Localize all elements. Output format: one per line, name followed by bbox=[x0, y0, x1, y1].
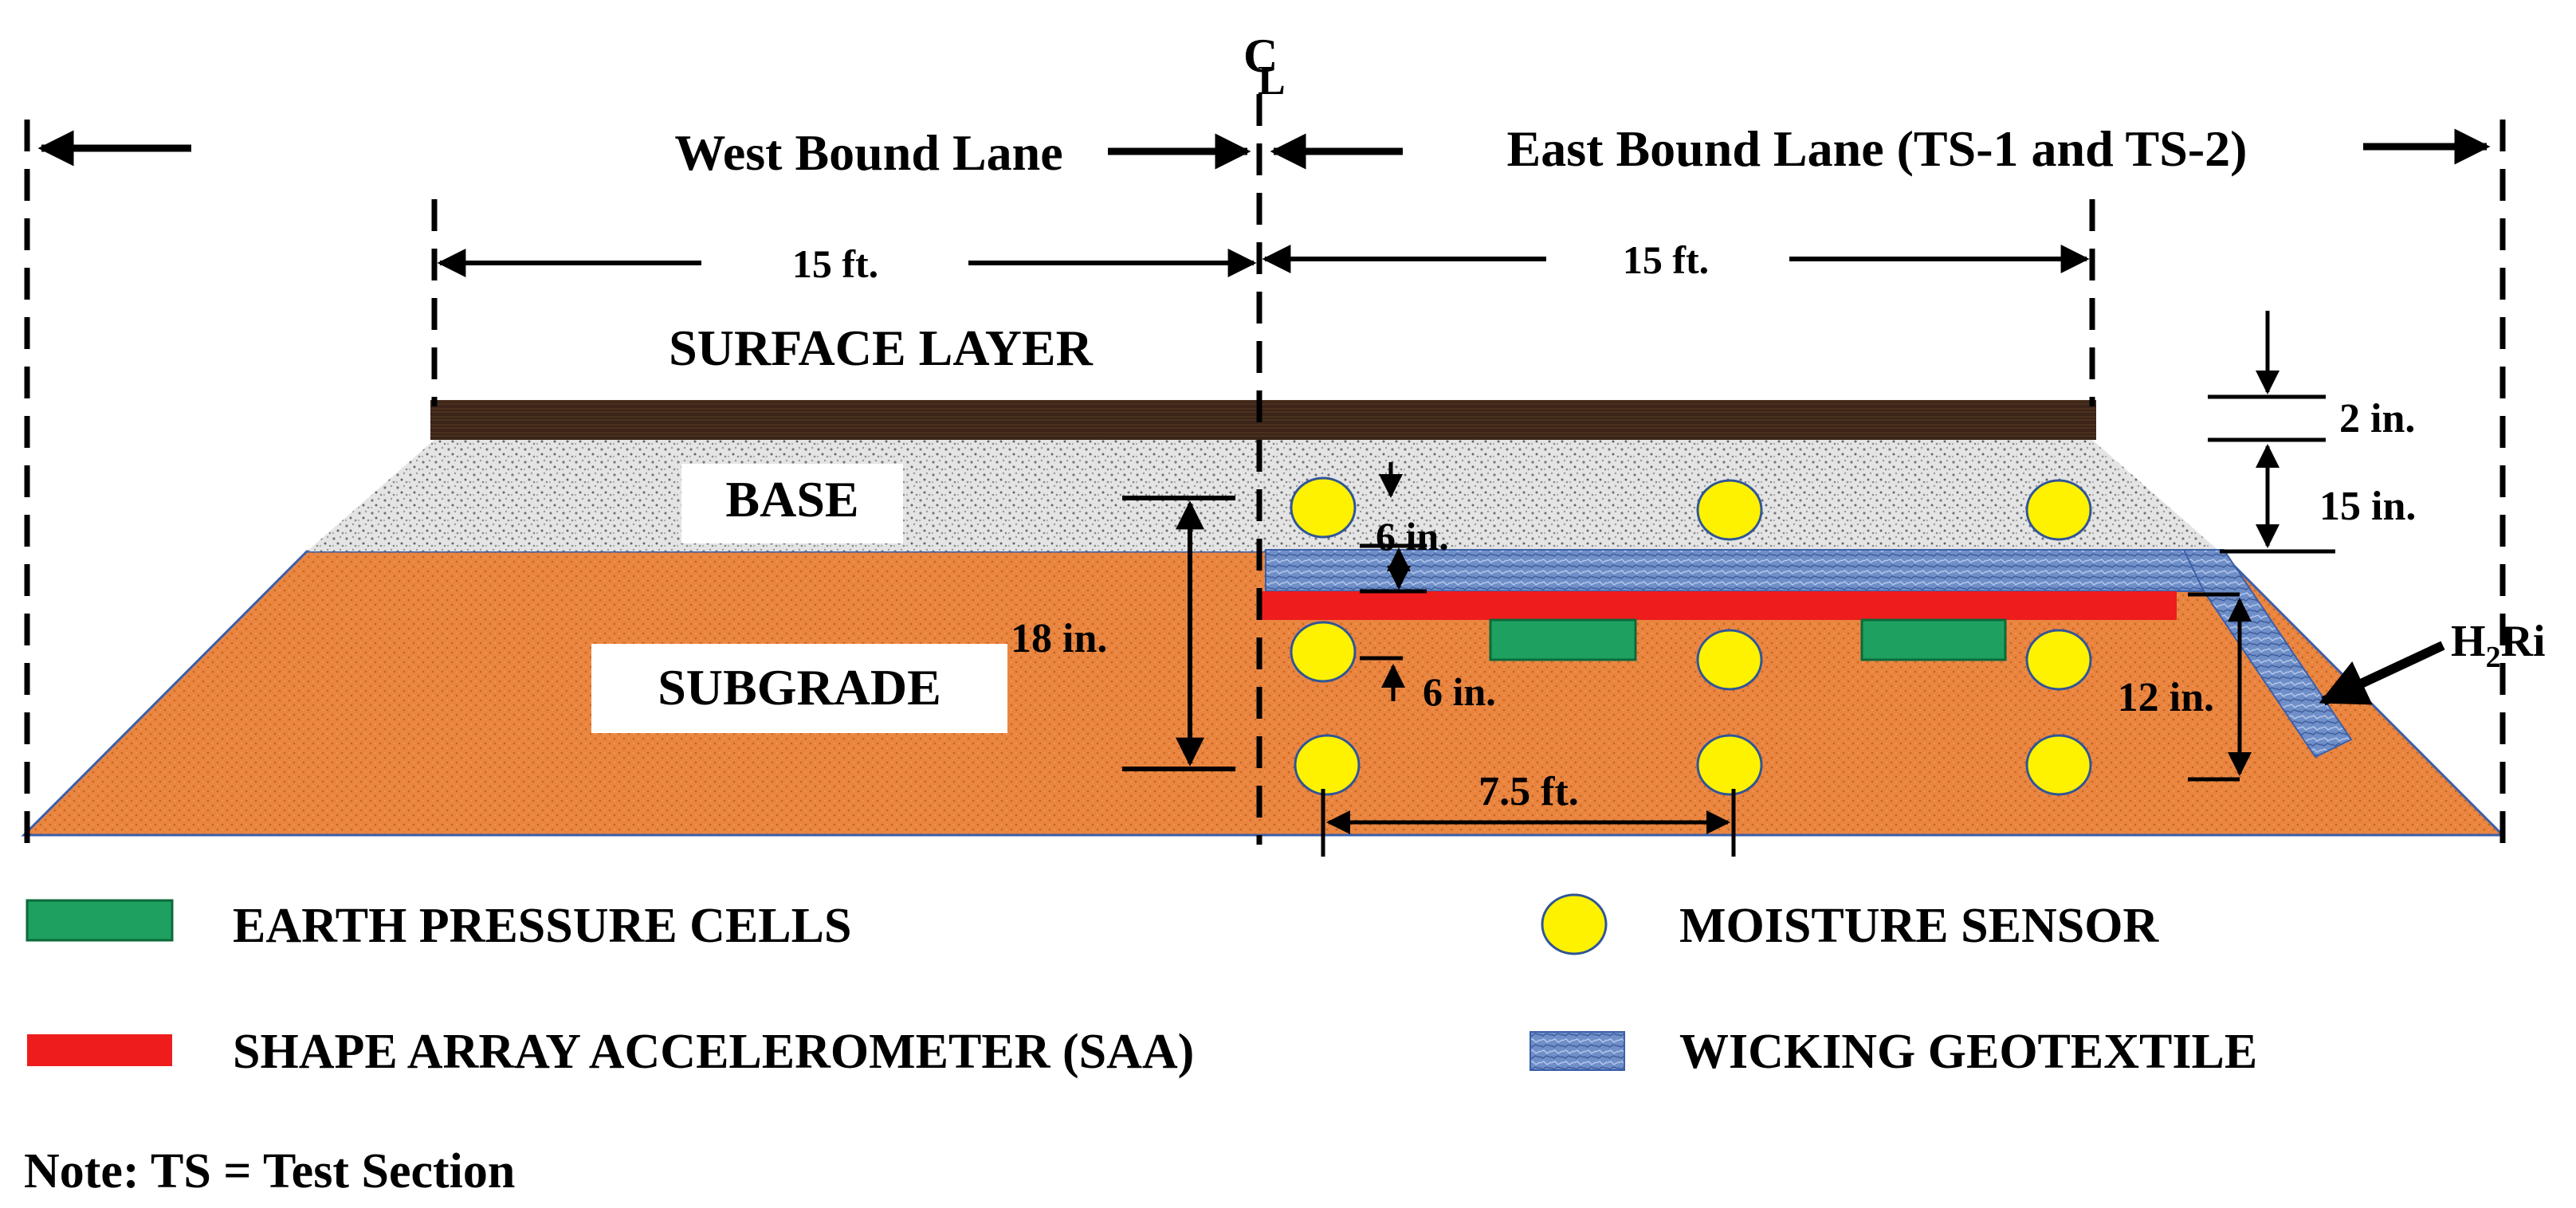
surface-layer-label: SURFACE LAYER bbox=[669, 320, 1093, 376]
legend-pressure-cell-swatch bbox=[26, 899, 174, 942]
east-width-label: 15 ft. bbox=[1623, 237, 1709, 282]
west-width-label: 15 ft. bbox=[792, 241, 878, 286]
surface-layer bbox=[430, 400, 2096, 440]
earth-pressure-cell bbox=[1860, 618, 2007, 661]
west-bound-lane-label: West Bound Lane bbox=[674, 124, 1062, 181]
subgrade-label: SUBGRADE bbox=[658, 659, 941, 716]
total-depth-label: 18 in. bbox=[1011, 616, 1107, 661]
legend-geotextile-label: WICKING GEOTEXTILE bbox=[1679, 1025, 2257, 1079]
slope-depth-label: 12 in. bbox=[2118, 675, 2214, 720]
base-label: BASE bbox=[725, 471, 858, 528]
moisture-sensor bbox=[1290, 621, 1357, 683]
centerline-c: C bbox=[1243, 29, 1278, 82]
subgrade-label-box bbox=[591, 644, 1007, 733]
lower-sensor-depth-label: 6 in. bbox=[1423, 669, 1496, 714]
wicking-geotextile bbox=[1265, 549, 2353, 759]
note-text: Note: TS = Test Section bbox=[24, 1144, 515, 1198]
legend-pressure-cell-label: EARTH PRESSURE CELLS bbox=[233, 899, 851, 953]
base-label-box bbox=[681, 464, 903, 543]
saa-bar bbox=[1262, 591, 2177, 620]
h2ri-label: H2Ri bbox=[2451, 617, 2546, 674]
moisture-sensor bbox=[2025, 479, 2092, 541]
legend-moisture-sensor-label: MOISTURE SENSOR bbox=[1679, 899, 2159, 953]
legend-saa-label: SHAPE ARRAY ACCELEROMETER (SAA) bbox=[233, 1025, 1194, 1079]
moisture-sensor bbox=[1696, 479, 1763, 541]
moisture-sensor bbox=[2025, 734, 2092, 796]
moisture-sensor bbox=[1290, 477, 1357, 539]
moisture-sensor bbox=[1294, 734, 1361, 796]
legend-geotextile-swatch bbox=[1530, 1031, 1625, 1071]
legend-saa-swatch bbox=[27, 1034, 172, 1066]
base-thickness-label: 15 in. bbox=[2319, 484, 2416, 529]
east-bound-lane-label: East Bound Lane (TS-1 and TS-2) bbox=[1507, 120, 2248, 177]
moisture-sensor bbox=[2025, 629, 2092, 691]
earth-pressure-cell bbox=[1489, 618, 1637, 661]
surface-thickness-label: 2 in. bbox=[2339, 396, 2415, 441]
centerline-l: L bbox=[1258, 58, 1286, 104]
moisture-sensor bbox=[1696, 734, 1763, 796]
base-layer bbox=[307, 440, 2220, 551]
legend-moisture-sensor-swatch bbox=[1541, 893, 1608, 955]
moisture-sensor bbox=[1696, 629, 1763, 691]
upper-sensor-depth-label: 6 in. bbox=[1376, 514, 1449, 559]
h2ri-arrow bbox=[2319, 641, 2445, 706]
sensor-spacing-label: 7.5 ft. bbox=[1478, 769, 1579, 814]
moisture-sensors bbox=[1290, 477, 2092, 796]
